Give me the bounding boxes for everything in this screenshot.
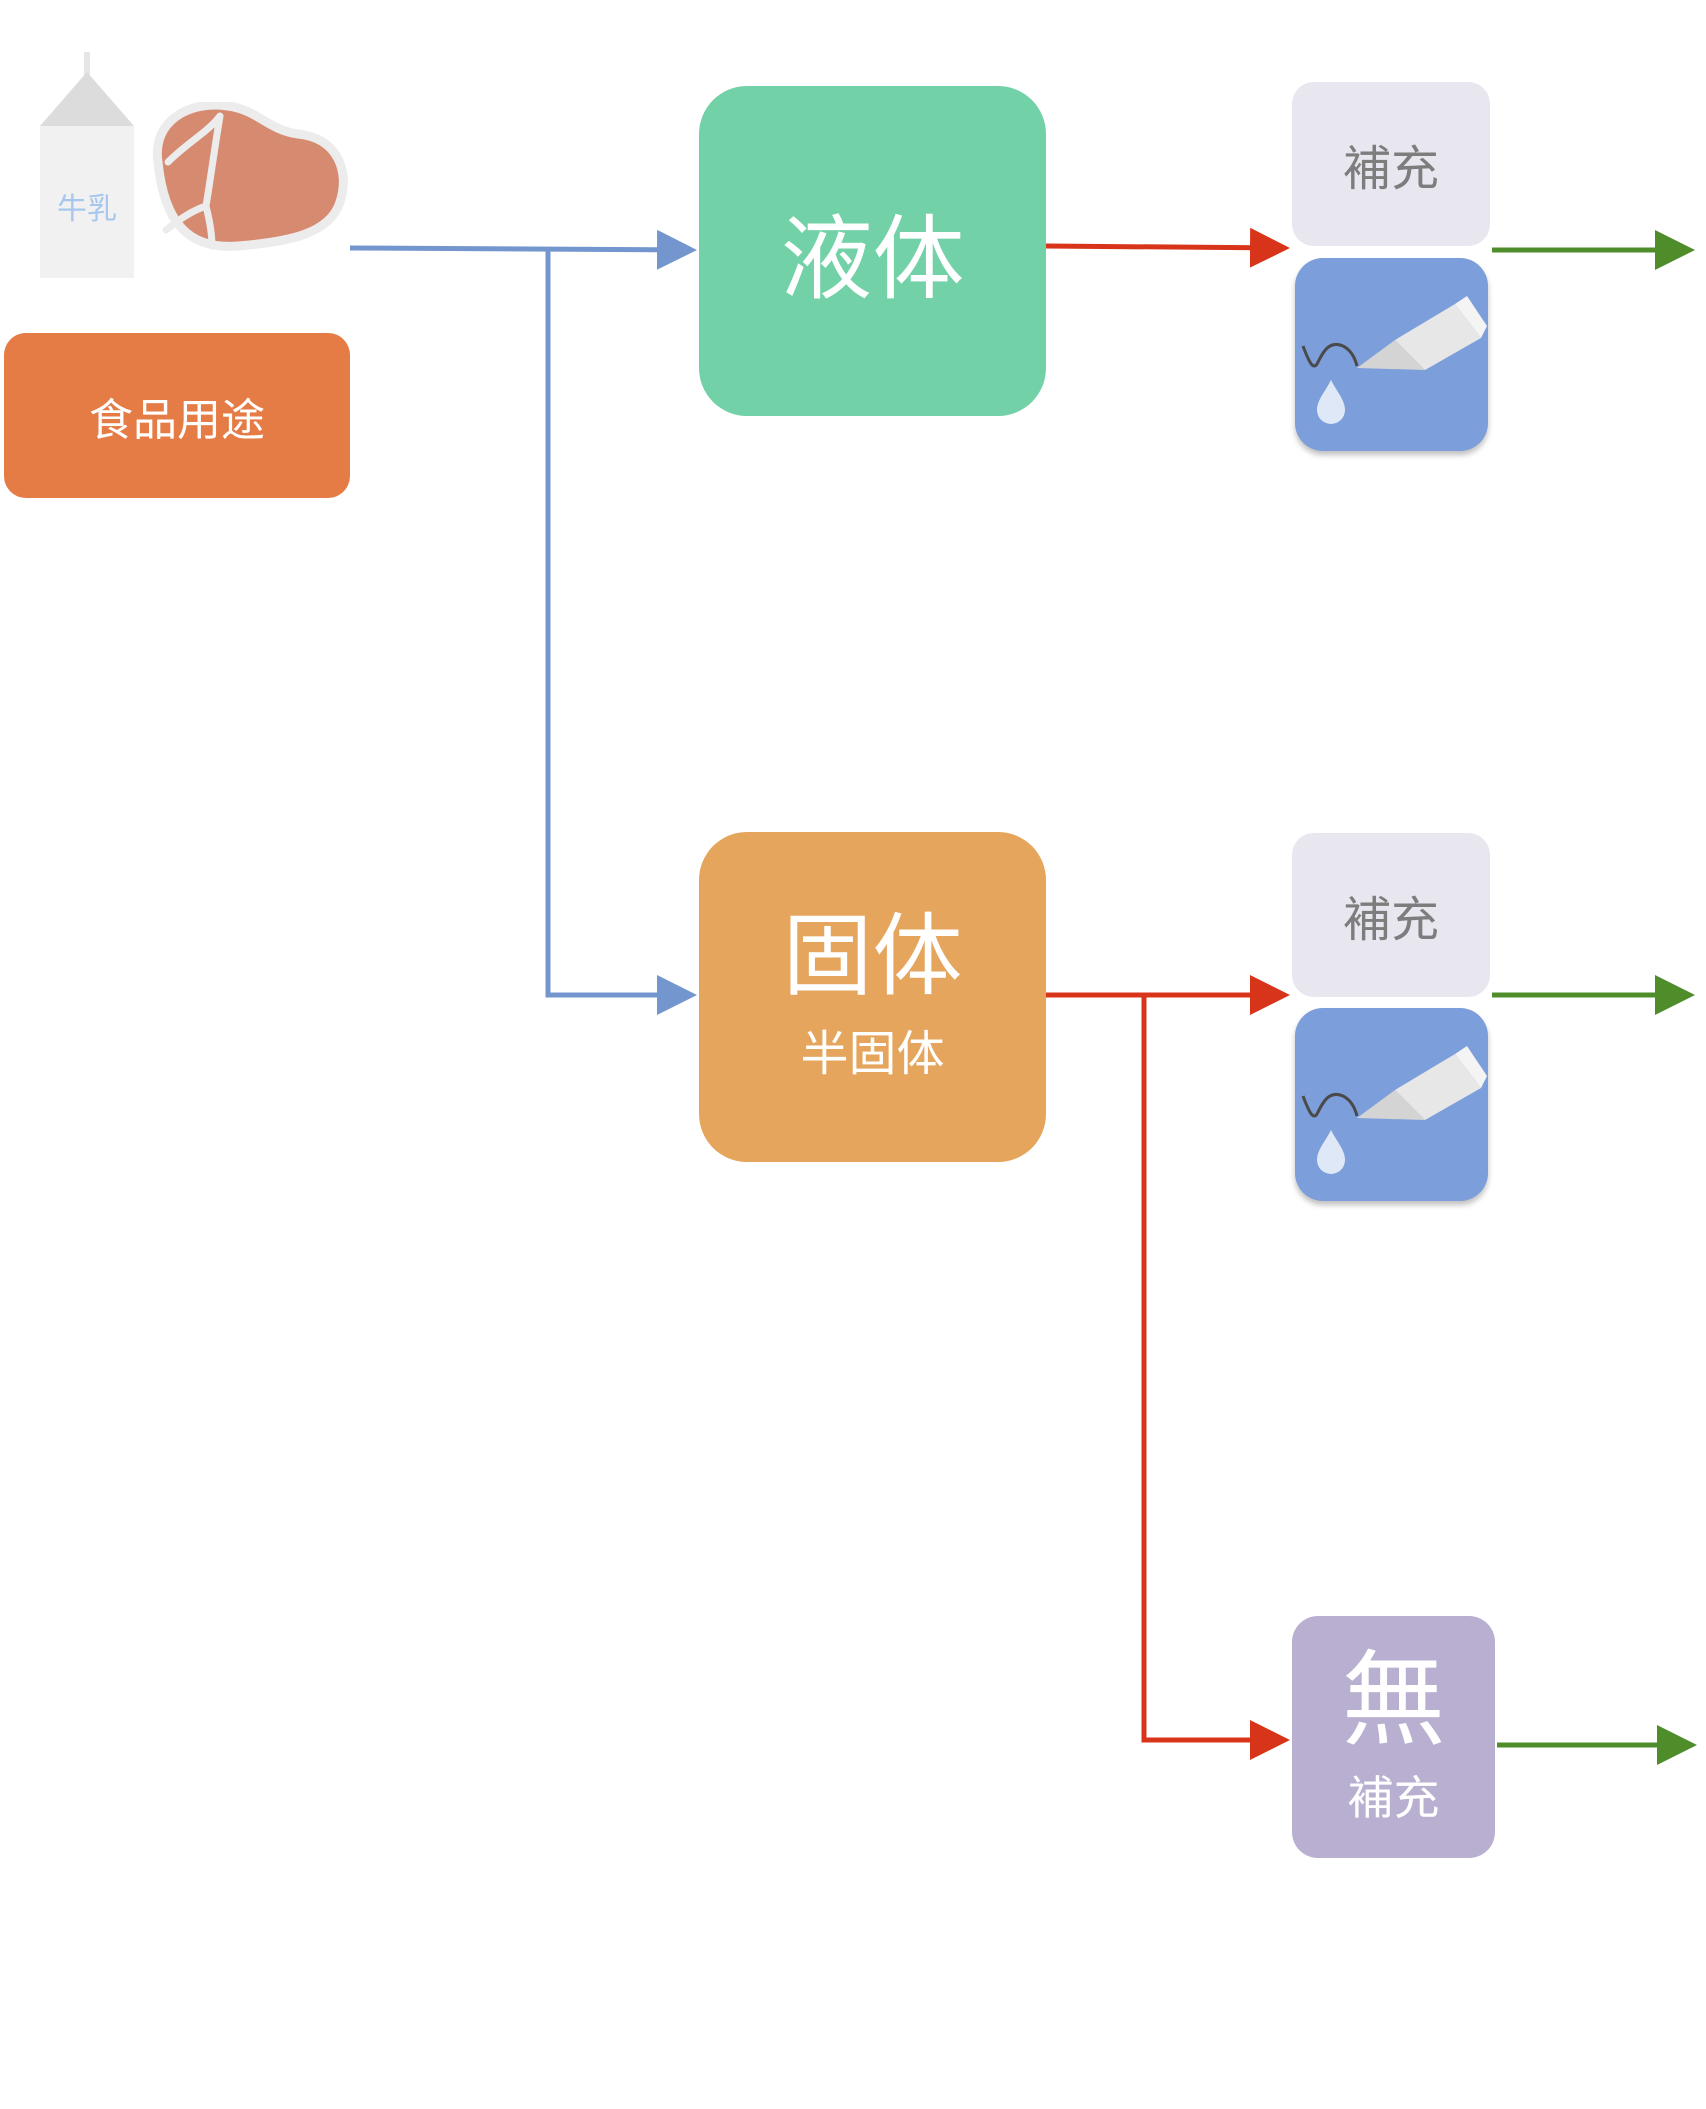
no-supplement-box: 無 補充: [1292, 1616, 1495, 1858]
dropper-bottle-tile: [1295, 258, 1488, 451]
connector-source-to-solid: [545, 250, 697, 1015]
solid-box: 固体 半固体: [699, 832, 1046, 1162]
connector-source-to-liquid: [349, 229, 697, 270]
connector-liquid-to-supplement: [1045, 227, 1290, 268]
milk-label: 牛乳: [57, 192, 117, 227]
supplement-label-liquid: 補充: [1292, 82, 1490, 246]
none-label: 無: [1341, 1639, 1446, 1762]
supplement-text: 補充: [1342, 892, 1439, 948]
food-usage-label: 食品用途: [89, 394, 265, 446]
dropper-bottle-icon: [1301, 296, 1487, 424]
liquid-label: 液体: [780, 205, 965, 313]
milk-carton-icon: [40, 52, 134, 278]
none-supplement-label: 補充: [1347, 1770, 1440, 1825]
meat-icon: [152, 102, 348, 251]
connector-solid-to-none: [1141, 995, 1290, 1760]
supplement-label-solid: 補充: [1292, 833, 1490, 997]
food-usage-box: 食品用途: [4, 333, 350, 498]
supplement-text: 補充: [1342, 141, 1439, 197]
dropper-bottle-tile: [1295, 1008, 1488, 1201]
dropper-bottle-icon: [1301, 1046, 1487, 1174]
semi-solid-label: 半固体: [800, 1026, 945, 1083]
liquid-box: 液体: [699, 86, 1046, 416]
solid-label: 固体: [782, 903, 963, 1009]
